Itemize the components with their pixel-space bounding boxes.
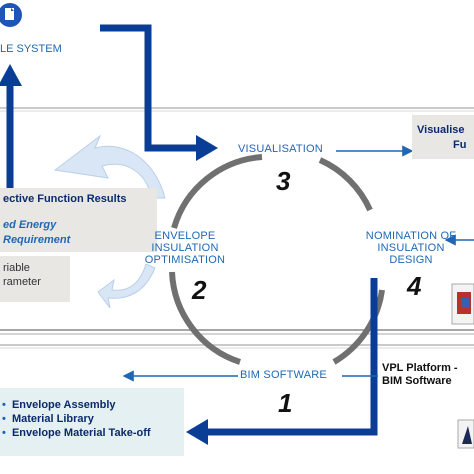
bim-list: • Envelope Assembly • Material Library •… xyxy=(2,398,151,440)
bim-list-box xyxy=(0,388,184,456)
objective-function-line-1: ed Energy xyxy=(3,219,57,231)
thick-arrow-system-to-visualisation xyxy=(100,24,198,152)
objective-function-box xyxy=(0,188,157,252)
bim-list-item: • Envelope Material Take-off xyxy=(2,427,151,439)
objective-function-header: ective Function Results xyxy=(3,193,127,205)
vpl-line-1: VPL Platform - xyxy=(382,362,458,374)
bim-list-item: • Material Library xyxy=(2,413,94,425)
visualised-box xyxy=(412,115,474,159)
bim-list-item: • Envelope Assembly xyxy=(2,399,116,411)
vpl-line-2: BIM Software xyxy=(382,375,452,387)
nomination-line-3: DESIGN xyxy=(389,254,433,266)
visualised-box-line-2: Fu xyxy=(453,139,467,151)
system-label: LE SYSTEM xyxy=(0,43,62,55)
thumbnail-image-bottom xyxy=(457,419,474,449)
step-number-2: 2 xyxy=(192,275,207,305)
cycle-ring xyxy=(169,154,385,365)
envelope-line-2: INSULATION xyxy=(151,242,219,254)
step-number-4: 4 xyxy=(407,271,422,301)
nomination-line-2: INSULATION xyxy=(377,242,445,254)
thumbnail-image-top xyxy=(451,283,474,325)
variable-parameter-box xyxy=(0,256,70,302)
cycle-label-bim-software: BIM SOFTWARE xyxy=(240,369,327,381)
thick-arrow-nomination-to-bim xyxy=(206,278,378,436)
cycle-label-nomination: NOMINATION OF INSULATION DESIGN xyxy=(352,230,470,266)
variable-box-line-1: riable xyxy=(3,262,30,274)
envelope-line-1: ENVELOPE xyxy=(154,230,216,242)
envelope-line-3: OPTIMISATION xyxy=(144,254,226,266)
light-curved-arrow-top xyxy=(53,134,166,199)
vpl-platform-label: VPL Platform - BIM Software xyxy=(382,362,458,388)
step-number-3: 3 xyxy=(276,166,291,196)
variable-box-line-2: rameter xyxy=(3,276,41,288)
nomination-line-1: NOMINATION OF xyxy=(365,230,457,242)
step-number-1: 1 xyxy=(278,388,293,418)
cycle-label-visualisation: VISUALISATION xyxy=(238,143,323,155)
objective-function-line-2: Requirement xyxy=(3,234,71,246)
light-curved-arrow-bottom xyxy=(97,263,156,309)
visualised-box-line-1: Visualise xyxy=(417,124,465,136)
cycle-label-envelope-optimisation: ENVELOPE INSULATION OPTIMISATION xyxy=(130,230,240,266)
